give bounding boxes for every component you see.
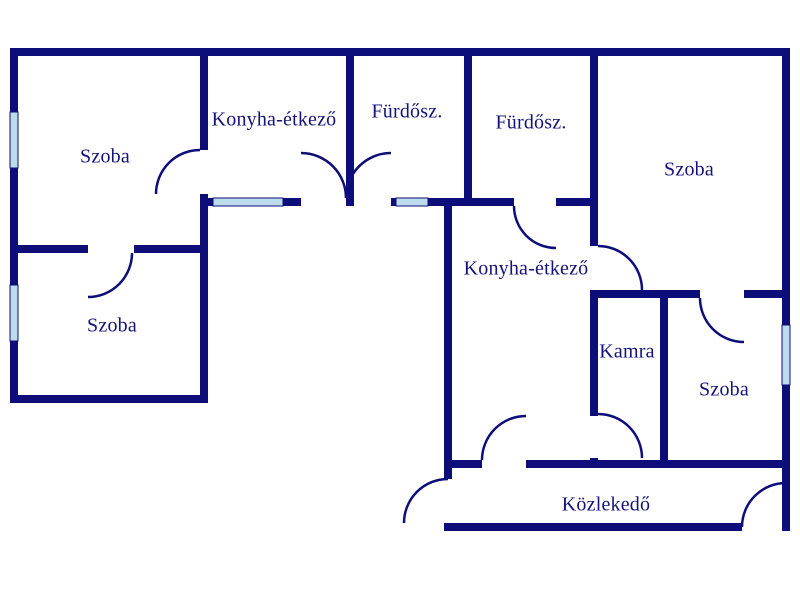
- wall-mid-horizontal: [391, 198, 396, 206]
- wall-mid-right-vertical: [590, 290, 598, 416]
- windows: [9, 111, 791, 386]
- door-arc-szoba-bottom-right: [698, 297, 745, 344]
- wall-left-wing-right: [200, 194, 208, 403]
- wall-top-exterior: [10, 48, 790, 56]
- wall-left-exterior: [10, 168, 18, 285]
- wall-corridor-bottom: [786, 523, 790, 531]
- wall-szoba-tr-bottom: [590, 290, 700, 298]
- window-szoba-top-left: [9, 111, 19, 169]
- door-arc-szoba-top-right: [597, 244, 644, 291]
- door-arc-kamra: [597, 412, 644, 459]
- wall-corridor-left: [444, 198, 452, 479]
- wall-mid-right-vertical: [590, 48, 598, 246]
- room-label-szoba-bottom-right: Szoba: [699, 378, 749, 401]
- room-label-szoba-bottom-left: Szoba: [87, 314, 137, 337]
- room-label-szoba-top-left: Szoba: [80, 145, 130, 168]
- wall-left-exterior: [10, 48, 18, 112]
- room-label-konyha-etkezo-right: Konyha-étkező: [463, 257, 589, 280]
- door-arc-szoba-top-left: [154, 148, 201, 195]
- room-label-konyha-etkezo-left: Konyha-étkező: [211, 108, 337, 131]
- wall-corridor-top: [526, 460, 790, 468]
- room-label-furdoszoba-left: Fürdősz.: [371, 100, 443, 123]
- door-arc-furdo-right: [512, 205, 557, 250]
- wall-right-exterior: [782, 385, 790, 531]
- wall-left-wing-bottom: [10, 395, 208, 403]
- wall-right-exterior: [782, 48, 790, 325]
- window-szoba-bottom-left: [9, 284, 19, 342]
- door-arc-entrance-left: [402, 477, 449, 524]
- wall-corridor-bottom: [444, 523, 742, 531]
- wall-szoba-tr-bottom: [744, 290, 790, 298]
- door-arc-szoba-bottom-left: [87, 252, 134, 299]
- door-arc-konyha-left-leaf-b: [344, 151, 392, 199]
- wall-mid-horizontal: [556, 198, 598, 206]
- doors: [87, 148, 787, 528]
- room-label-szoba-top-right: Szoba: [664, 158, 714, 181]
- door-arc-konyha-left-leaf-a: [300, 151, 348, 199]
- wall-left-rooms-divider: [10, 245, 88, 253]
- window-konyha-left: [212, 197, 284, 207]
- room-label-furdoszoba-right: Fürdősz.: [495, 111, 567, 134]
- walls: [10, 48, 790, 531]
- wall-corridor-top: [444, 460, 482, 468]
- window-furdo-left: [395, 197, 429, 207]
- wall-mid-horizontal: [283, 198, 301, 206]
- wall-mid-horizontal: [200, 198, 213, 206]
- wall-left-wing-right: [200, 48, 208, 150]
- wall-left-rooms-divider: [134, 245, 208, 253]
- room-label-kamra: Kamra: [599, 340, 655, 363]
- room-label-kozlekedo: Közlekedő: [561, 493, 651, 516]
- wall-furdo-furdo-divider: [464, 48, 472, 206]
- wall-konyha-furdo-divider: [346, 48, 354, 206]
- window-szoba-bottom-right: [781, 324, 791, 386]
- door-arc-entrance-right: [740, 481, 787, 528]
- wall-left-exterior: [10, 341, 18, 403]
- door-arc-konyha-right-corridor: [480, 414, 527, 461]
- wall-kamra-szoba-divider: [660, 290, 668, 468]
